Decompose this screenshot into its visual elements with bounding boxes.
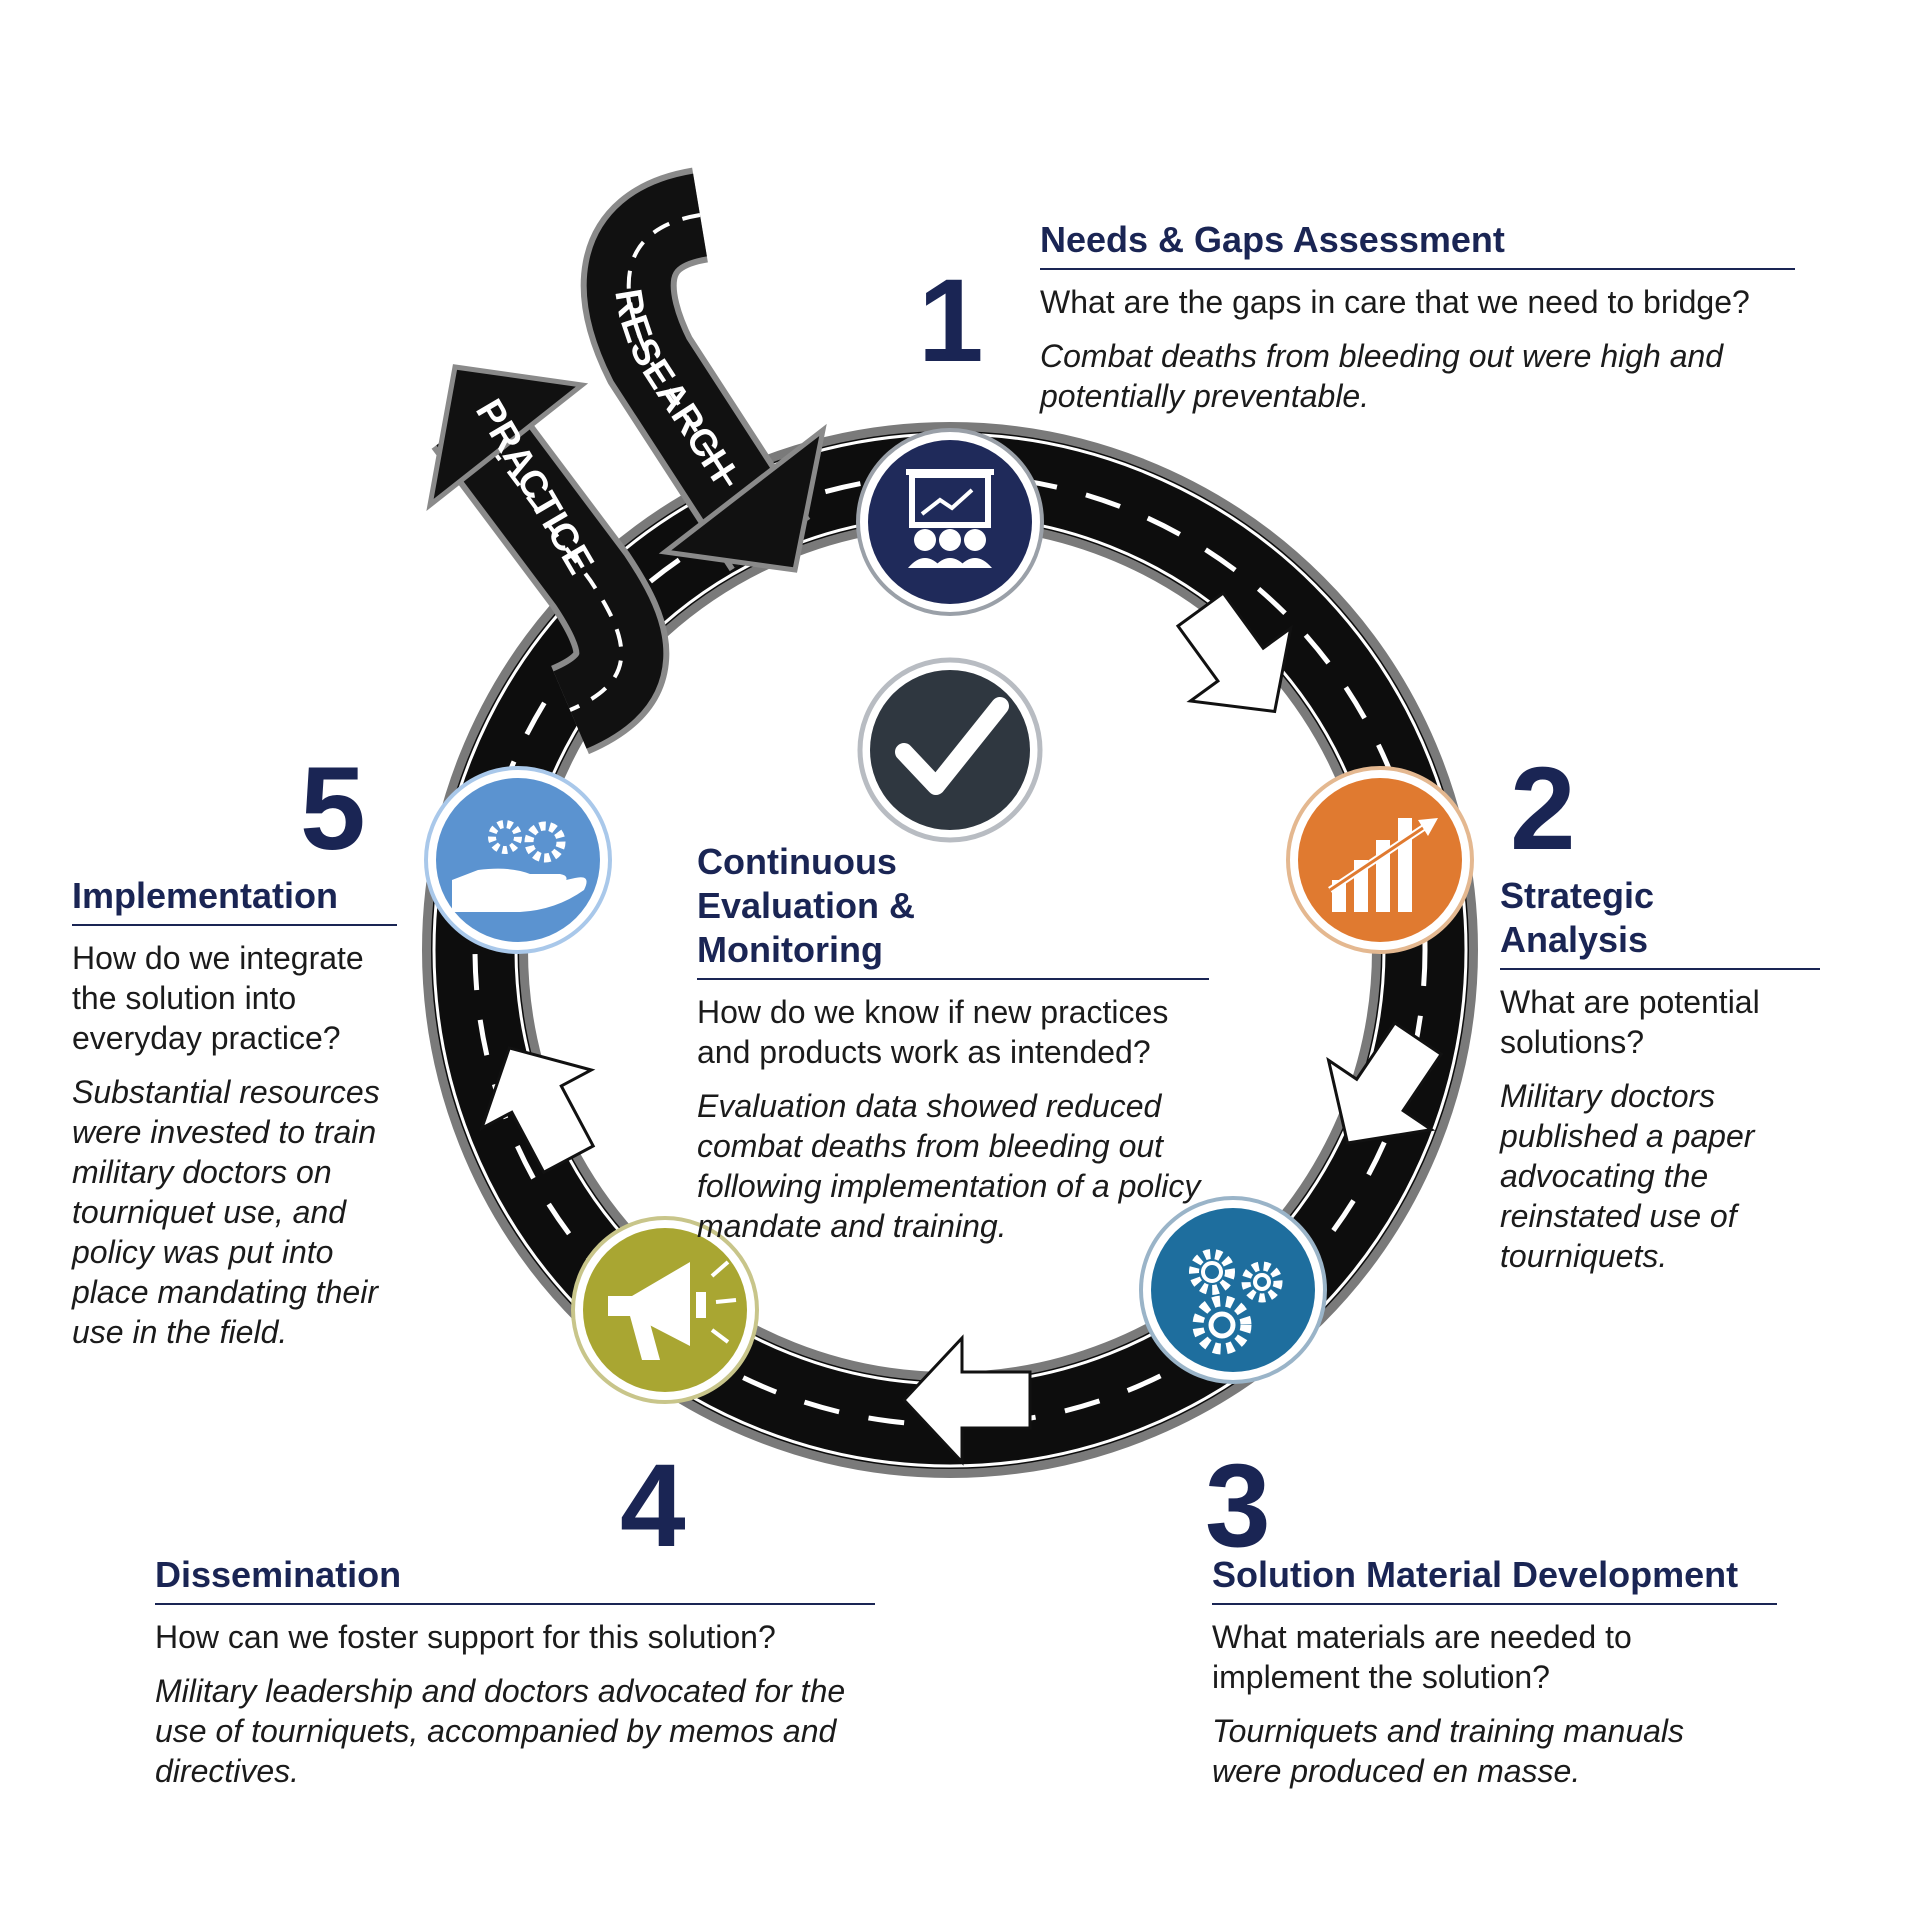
step3-title: Solution Material Development [1212,1553,1777,1605]
practice-arrow: PRACTICE [426,364,670,755]
gears-icon [1189,1249,1283,1355]
step2-example: Military doctors published a paper advoc… [1500,1077,1755,1274]
step1-title: Needs & Gaps Assessment [1040,218,1795,270]
step2-number: 2 [1510,743,1576,875]
step3-example: Tourniquets and training manuals were pr… [1212,1712,1685,1789]
step1-example: Combat deaths from bleeding out were hig… [1040,337,1724,414]
step4-title: Dissemination [155,1553,875,1605]
step1-question: What are the gaps in care that we need t… [1040,283,1750,320]
step5-number: 5 [300,743,366,875]
step3-question: What materials are needed to implement t… [1212,1618,1632,1695]
step5-example: Substantial resources were invested to t… [72,1073,380,1350]
step4-example: Military leadership and doctors advocate… [155,1672,846,1789]
direction-arrow-1-2 [1175,590,1293,714]
center-title: Continuous Evaluation & Monitoring [697,840,1209,980]
step4-question: How can we foster support for this solut… [155,1618,776,1655]
hand-gears-icon [452,820,587,912]
step4-number: 4 [620,1440,686,1572]
step5-node [424,766,612,954]
step1-number: 1 [918,255,984,387]
step2-question: What are potential solutions? [1500,983,1760,1060]
center-badge [857,657,1043,843]
center-text: Continuous Evaluation & Monitoring How d… [697,840,1209,1246]
step4-node [571,1216,759,1404]
step5-title: Implementation [72,874,397,926]
direction-arrow-4-5 [479,1046,596,1175]
step1-text: Needs & Gaps Assessment What are the gap… [1040,218,1795,416]
step1-node [856,428,1044,616]
checkmark-icon [895,697,1009,795]
step2-node [1286,766,1474,954]
center-question: How do we know if new practices and prod… [697,993,1169,1070]
step3-node [1139,1196,1327,1384]
step5-text: Implementation How do we integrate the s… [72,874,397,1352]
research-arrow: RESEARCH [580,167,827,573]
step2-title: Strategic Analysis [1500,874,1820,970]
step2-text: Strategic Analysis What are potential so… [1500,874,1820,1276]
step3-text: Solution Material Development What mater… [1212,1553,1777,1791]
bar-chart-growth-icon [1328,818,1438,912]
megaphone-icon [608,1260,737,1360]
direction-arrow-2-3 [1326,1020,1444,1145]
center-example: Evaluation data showed reduced combat de… [697,1087,1201,1244]
step4-text: Dissemination How can we foster support … [155,1553,875,1791]
direction-arrow-3-4 [901,1334,1032,1466]
step5-question: How do we integrate the solution into ev… [72,939,364,1056]
step3-number: 3 [1205,1440,1271,1572]
presentation-audience-icon [906,469,994,568]
